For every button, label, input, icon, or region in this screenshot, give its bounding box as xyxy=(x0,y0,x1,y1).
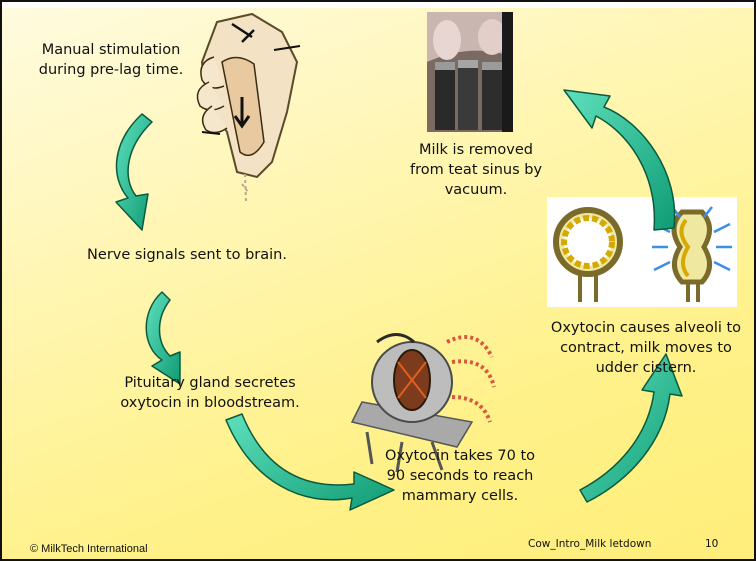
step-oxytocin-travel: Oxytocin takes 70 to 90 seconds to reach… xyxy=(375,446,545,506)
alveoli-contraction-illustration xyxy=(547,197,737,307)
step-milk-removed: Milk is removed from teat sinus by vacuu… xyxy=(402,140,550,200)
copyright-footer: © MilkTech International xyxy=(30,543,148,555)
arrow-nerve-to-pituitary xyxy=(146,292,180,384)
arrow-pituitary-to-oxytocin xyxy=(226,414,394,510)
step-nerve-signals: Nerve signals sent to brain. xyxy=(82,245,292,265)
step-pituitary-gland: Pituitary gland secretes oxytocin in blo… xyxy=(110,373,310,413)
hand-stimulation-illustration xyxy=(197,14,300,202)
step-manual-stimulation: Manual stimulation during pre-lag time. xyxy=(30,40,192,80)
slide-number: 10 xyxy=(705,538,718,550)
slide-name-footer: Cow_Intro_Milk letdown xyxy=(528,538,651,550)
step-alveoli-contract: Oxytocin causes alveoli to contract, mil… xyxy=(542,318,750,378)
arrow-stimulation-to-nerve xyxy=(116,114,152,230)
milking-cups-photo xyxy=(427,12,513,132)
